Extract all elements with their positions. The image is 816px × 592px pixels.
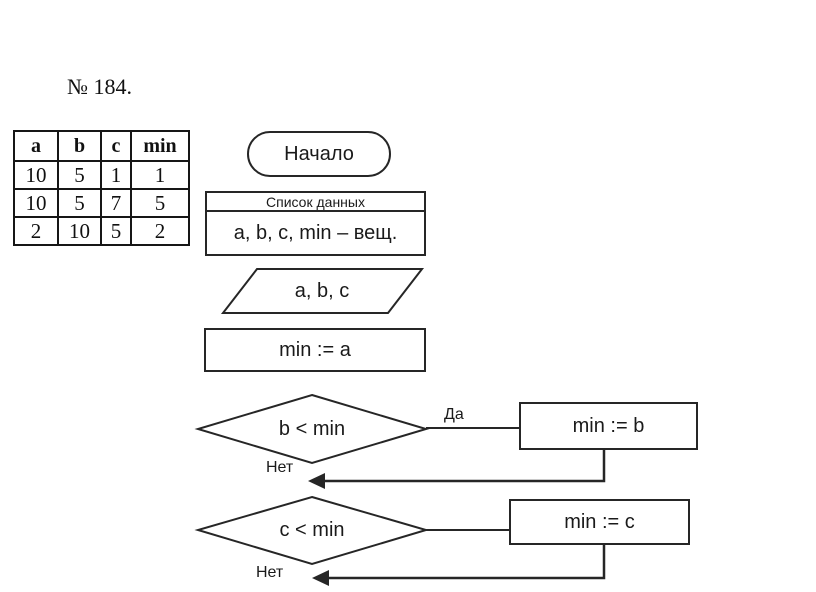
cell-b: 5	[57, 160, 102, 190]
process-min-a: min := a	[204, 328, 426, 372]
arrowhead-merge-b	[308, 473, 325, 489]
cell-a: 2	[13, 216, 59, 246]
data-list-body: a, b, c, min – вещ.	[233, 221, 398, 244]
decision-c-diamond-shape	[194, 495, 430, 566]
input-parallelogram-shape	[220, 268, 425, 314]
yes-edge-label: Да	[444, 406, 464, 423]
col-header-a: a	[13, 130, 59, 162]
cell-a: 10	[13, 188, 59, 218]
no-edge-label-b: Нет	[266, 459, 294, 476]
col-header-min: min	[130, 130, 190, 162]
test-data-table: a b c min 10 5 1 1 10 5 7 5 2 10 5	[13, 130, 190, 246]
arrowhead-merge-c	[312, 570, 329, 586]
data-list-block: Список данных a, b, c, min – вещ.	[205, 191, 426, 256]
cell-min: 2	[130, 216, 190, 246]
edge-merge-c	[328, 545, 606, 580]
decision-b-diamond-shape	[194, 393, 430, 465]
cell-min: 5	[130, 188, 190, 218]
col-header-b: b	[57, 130, 102, 162]
table-row: 10 5 1 1	[13, 160, 190, 190]
table-row: 2 10 5 2	[13, 216, 190, 246]
cell-c: 1	[100, 160, 132, 190]
cell-c: 7	[100, 188, 132, 218]
table-row: 10 5 7 5	[13, 188, 190, 218]
table-header-row: a b c min	[13, 130, 190, 162]
page-title: № 184.	[67, 74, 132, 99]
no-edge-label-c: Нет	[256, 564, 284, 581]
cell-b: 10	[57, 216, 102, 246]
data-list-header: Список данных	[207, 193, 424, 212]
cell-c: 5	[100, 216, 132, 246]
cell-a: 10	[13, 160, 59, 190]
start-terminator: Начало	[247, 131, 391, 177]
process-min-c: min := c	[509, 499, 690, 545]
cell-min: 1	[130, 160, 190, 190]
cell-b: 5	[57, 188, 102, 218]
col-header-c: c	[100, 130, 132, 162]
process-min-b: min := b	[519, 402, 698, 450]
edge-merge-b	[324, 450, 606, 483]
